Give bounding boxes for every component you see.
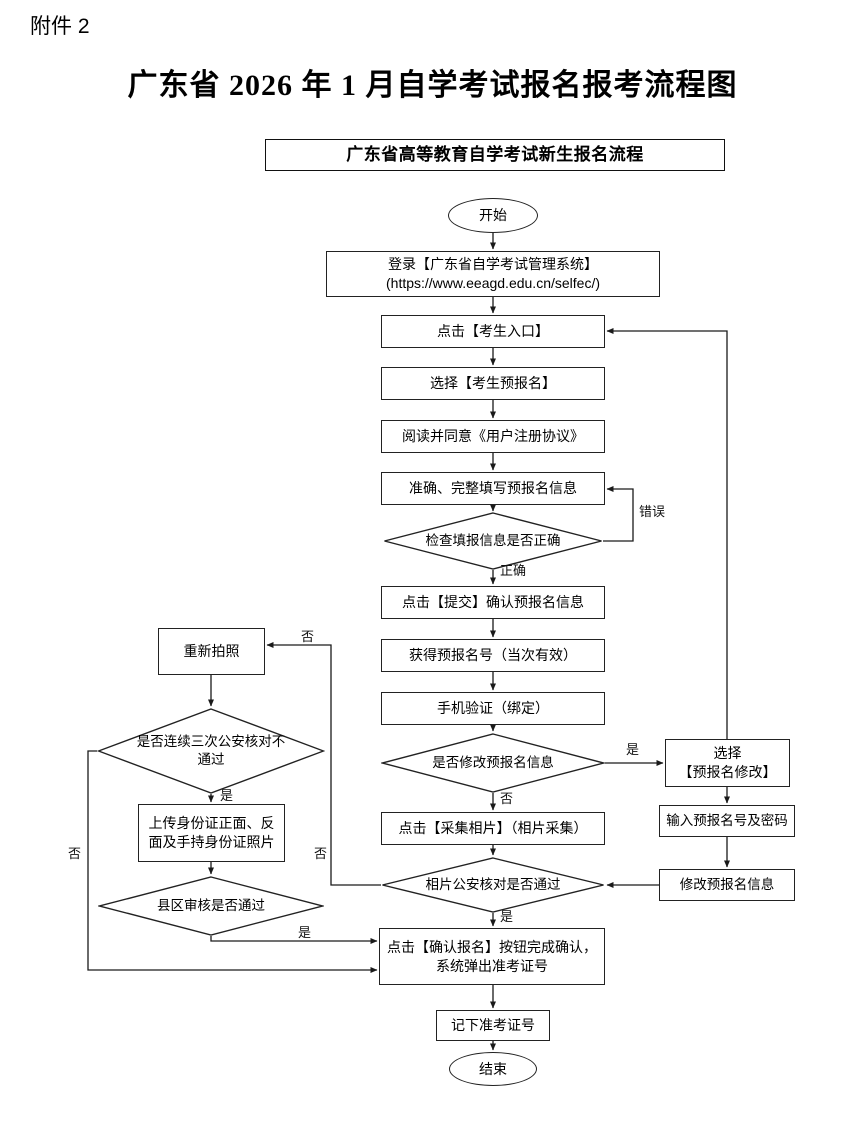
node-phone-verify: 手机验证（绑定） [381,692,605,725]
decision-three-fails: 是否连续三次公安核对不 通过 [97,708,325,794]
node-start: 开始 [448,198,538,233]
node-modify-prereg-info: 修改预报名信息 [659,869,795,901]
flowchart-header: 广东省高等教育自学考试新生报名流程 [265,139,725,171]
node-submit: 点击【提交】确认预报名信息 [381,586,605,619]
node-retake-photo: 重新拍照 [158,628,265,675]
page-title: 广东省 2026 年 1 月自学考试报名报考流程图 [127,69,738,102]
decision-photo-check: 相片公安核对是否通过 [381,857,605,913]
decision-county-review-label: 县区审核是否通过 [157,898,265,914]
decision-modify-info: 是否修改预报名信息 [381,733,605,793]
edge-label-photo-yes: 是 [500,909,514,924]
node-candidate-entry: 点击【考生入口】 [381,315,605,348]
edge-label-modify-yes: 是 [626,742,640,757]
node-confirm-registration: 点击【确认报名】按钮完成确认， 系统弹出准考证号 [379,928,605,985]
decision-modify-info-label: 是否修改预报名信息 [432,755,554,771]
edge-label-photo-no-top: 否 [301,629,315,644]
node-upload-id: 上传身份证正面、反 面及手持身份证照片 [138,804,285,862]
edge-label-error: 错误 [639,504,666,519]
edge-label-three-fails-no: 否 [68,846,82,861]
node-input-number-password: 输入预报名号及密码 [659,805,795,837]
edge-label-modify-no: 否 [500,791,514,806]
edge-label-correct: 正确 [500,563,527,578]
decision-check-info-label: 检查填报信息是否正确 [425,533,561,549]
decision-county-review: 县区审核是否通过 [98,876,324,936]
node-get-prereg-number: 获得预报名号（当次有效） [381,639,605,672]
node-fill-info: 准确、完整填写预报名信息 [381,472,605,505]
node-note-number: 记下准考证号 [436,1010,550,1041]
edge-label-photo-no-mid: 否 [314,846,328,861]
node-agree-terms: 阅读并同意《用户注册协议》 [381,420,605,453]
node-login: 登录【广东省自学考试管理系统】 (https://www.eeagd.edu.c… [326,251,660,297]
edge-label-three-fails-yes: 是 [220,788,234,803]
node-select-modify: 选择 【预报名修改】 [665,739,790,787]
edge-label-county-yes: 是 [298,925,312,940]
attachment-label: 附件 2 [30,15,90,38]
node-select-prereg: 选择【考生预报名】 [381,367,605,400]
decision-check-info: 检查填报信息是否正确 [383,512,603,570]
decision-photo-check-label: 相片公安核对是否通过 [425,877,561,893]
decision-three-fails-label: 是否连续三次公安核对不 通过 [136,734,286,767]
node-end: 结束 [449,1052,537,1086]
node-collect-photo: 点击【采集相片】（相片采集） [381,812,605,845]
